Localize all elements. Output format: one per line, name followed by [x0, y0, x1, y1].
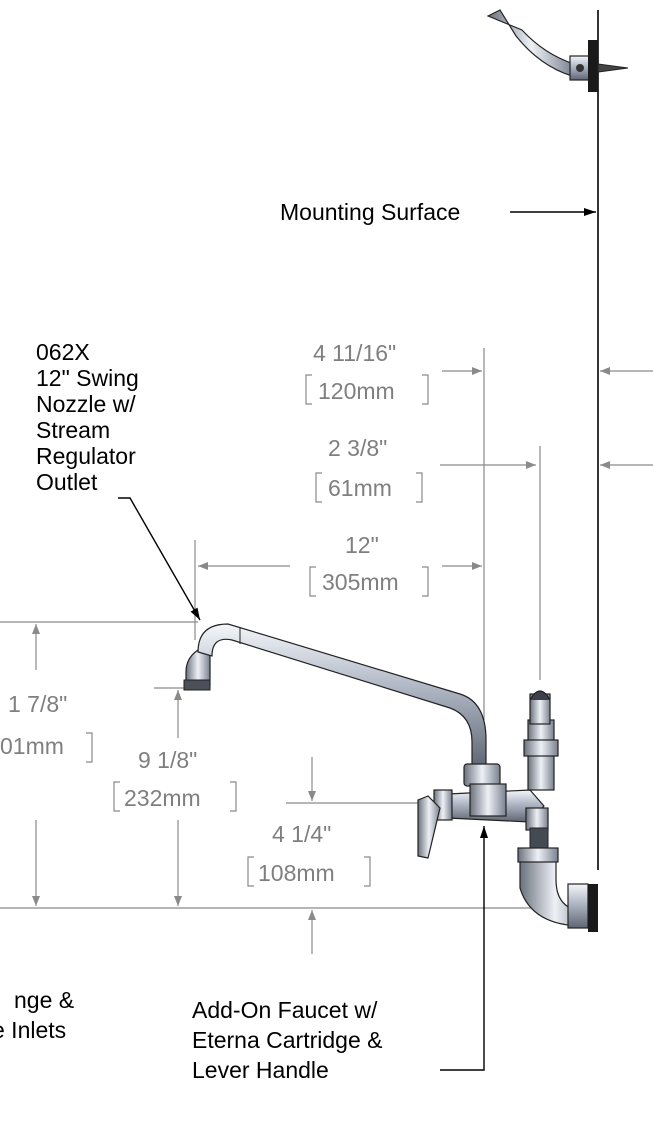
flange-label-line-2: e Inlets — [0, 1017, 66, 1043]
dim6-mm: 108mm — [258, 860, 335, 886]
nozzle-label-line-4: Stream — [36, 417, 110, 443]
nozzle-label-line-1: 062X — [36, 339, 90, 365]
add-on-label-line-1: Add-On Faucet w/ — [192, 997, 378, 1023]
faucet-body — [417, 690, 598, 932]
dim6-inch: 4 1/4" — [272, 821, 331, 847]
dim1-inch: 4 11/16" — [313, 340, 396, 366]
dim1-mm: 120mm — [318, 378, 395, 404]
dim2-inch: 2 3/8" — [328, 435, 387, 461]
mounting-surface-label: Mounting Surface — [280, 199, 460, 225]
dimension-9-1-8: 9 1/8" 232mm — [113, 687, 237, 906]
swing-nozzle — [183, 623, 487, 769]
dim2-mm: 61mm — [328, 475, 392, 501]
add-on-label: Add-On Faucet w/ Eterna Cartridge & Leve… — [192, 826, 488, 1083]
dim5-inch: 9 1/8" — [138, 747, 197, 773]
flange-label: nge & e Inlets — [0, 987, 74, 1043]
nozzle-label: 062X 12" Swing Nozzle w/ Stream Regulato… — [36, 339, 201, 621]
dimension-2-3-8: 2 3/8" 61mm — [315, 435, 653, 680]
nozzle-label-line-2: 12" Swing — [36, 365, 139, 391]
dim4-mm: 01mm — [0, 733, 64, 759]
add-on-label-line-2: Eterna Cartridge & — [192, 1027, 382, 1053]
add-on-leader — [440, 826, 488, 1071]
dimension-12: 12" 305mm — [194, 532, 482, 640]
nozzle-label-line-6: Outlet — [36, 469, 98, 495]
nozzle-label-line-3: Nozzle w/ — [36, 391, 136, 417]
dim3-inch: 12" — [345, 532, 379, 558]
dimension-4-11-16: 4 11/16" 120mm — [305, 340, 653, 720]
nozzle-leader — [118, 497, 201, 621]
dimension-1-7-8: 1 7/8" 01mm — [0, 621, 198, 906]
dim4-inch: 1 7/8" — [8, 691, 67, 717]
lever-handle-icon — [417, 795, 441, 859]
inset-nozzle-detail — [486, 9, 629, 92]
dim5-mm: 232mm — [124, 785, 201, 811]
flange-label-line-1: nge & — [14, 987, 74, 1013]
nozzle-label-line-5: Regulator — [36, 443, 136, 469]
dim3-mm: 305mm — [322, 569, 399, 595]
dimension-4-1-4: 4 1/4" 108mm — [247, 757, 440, 954]
add-on-label-line-3: Lever Handle — [192, 1057, 329, 1083]
